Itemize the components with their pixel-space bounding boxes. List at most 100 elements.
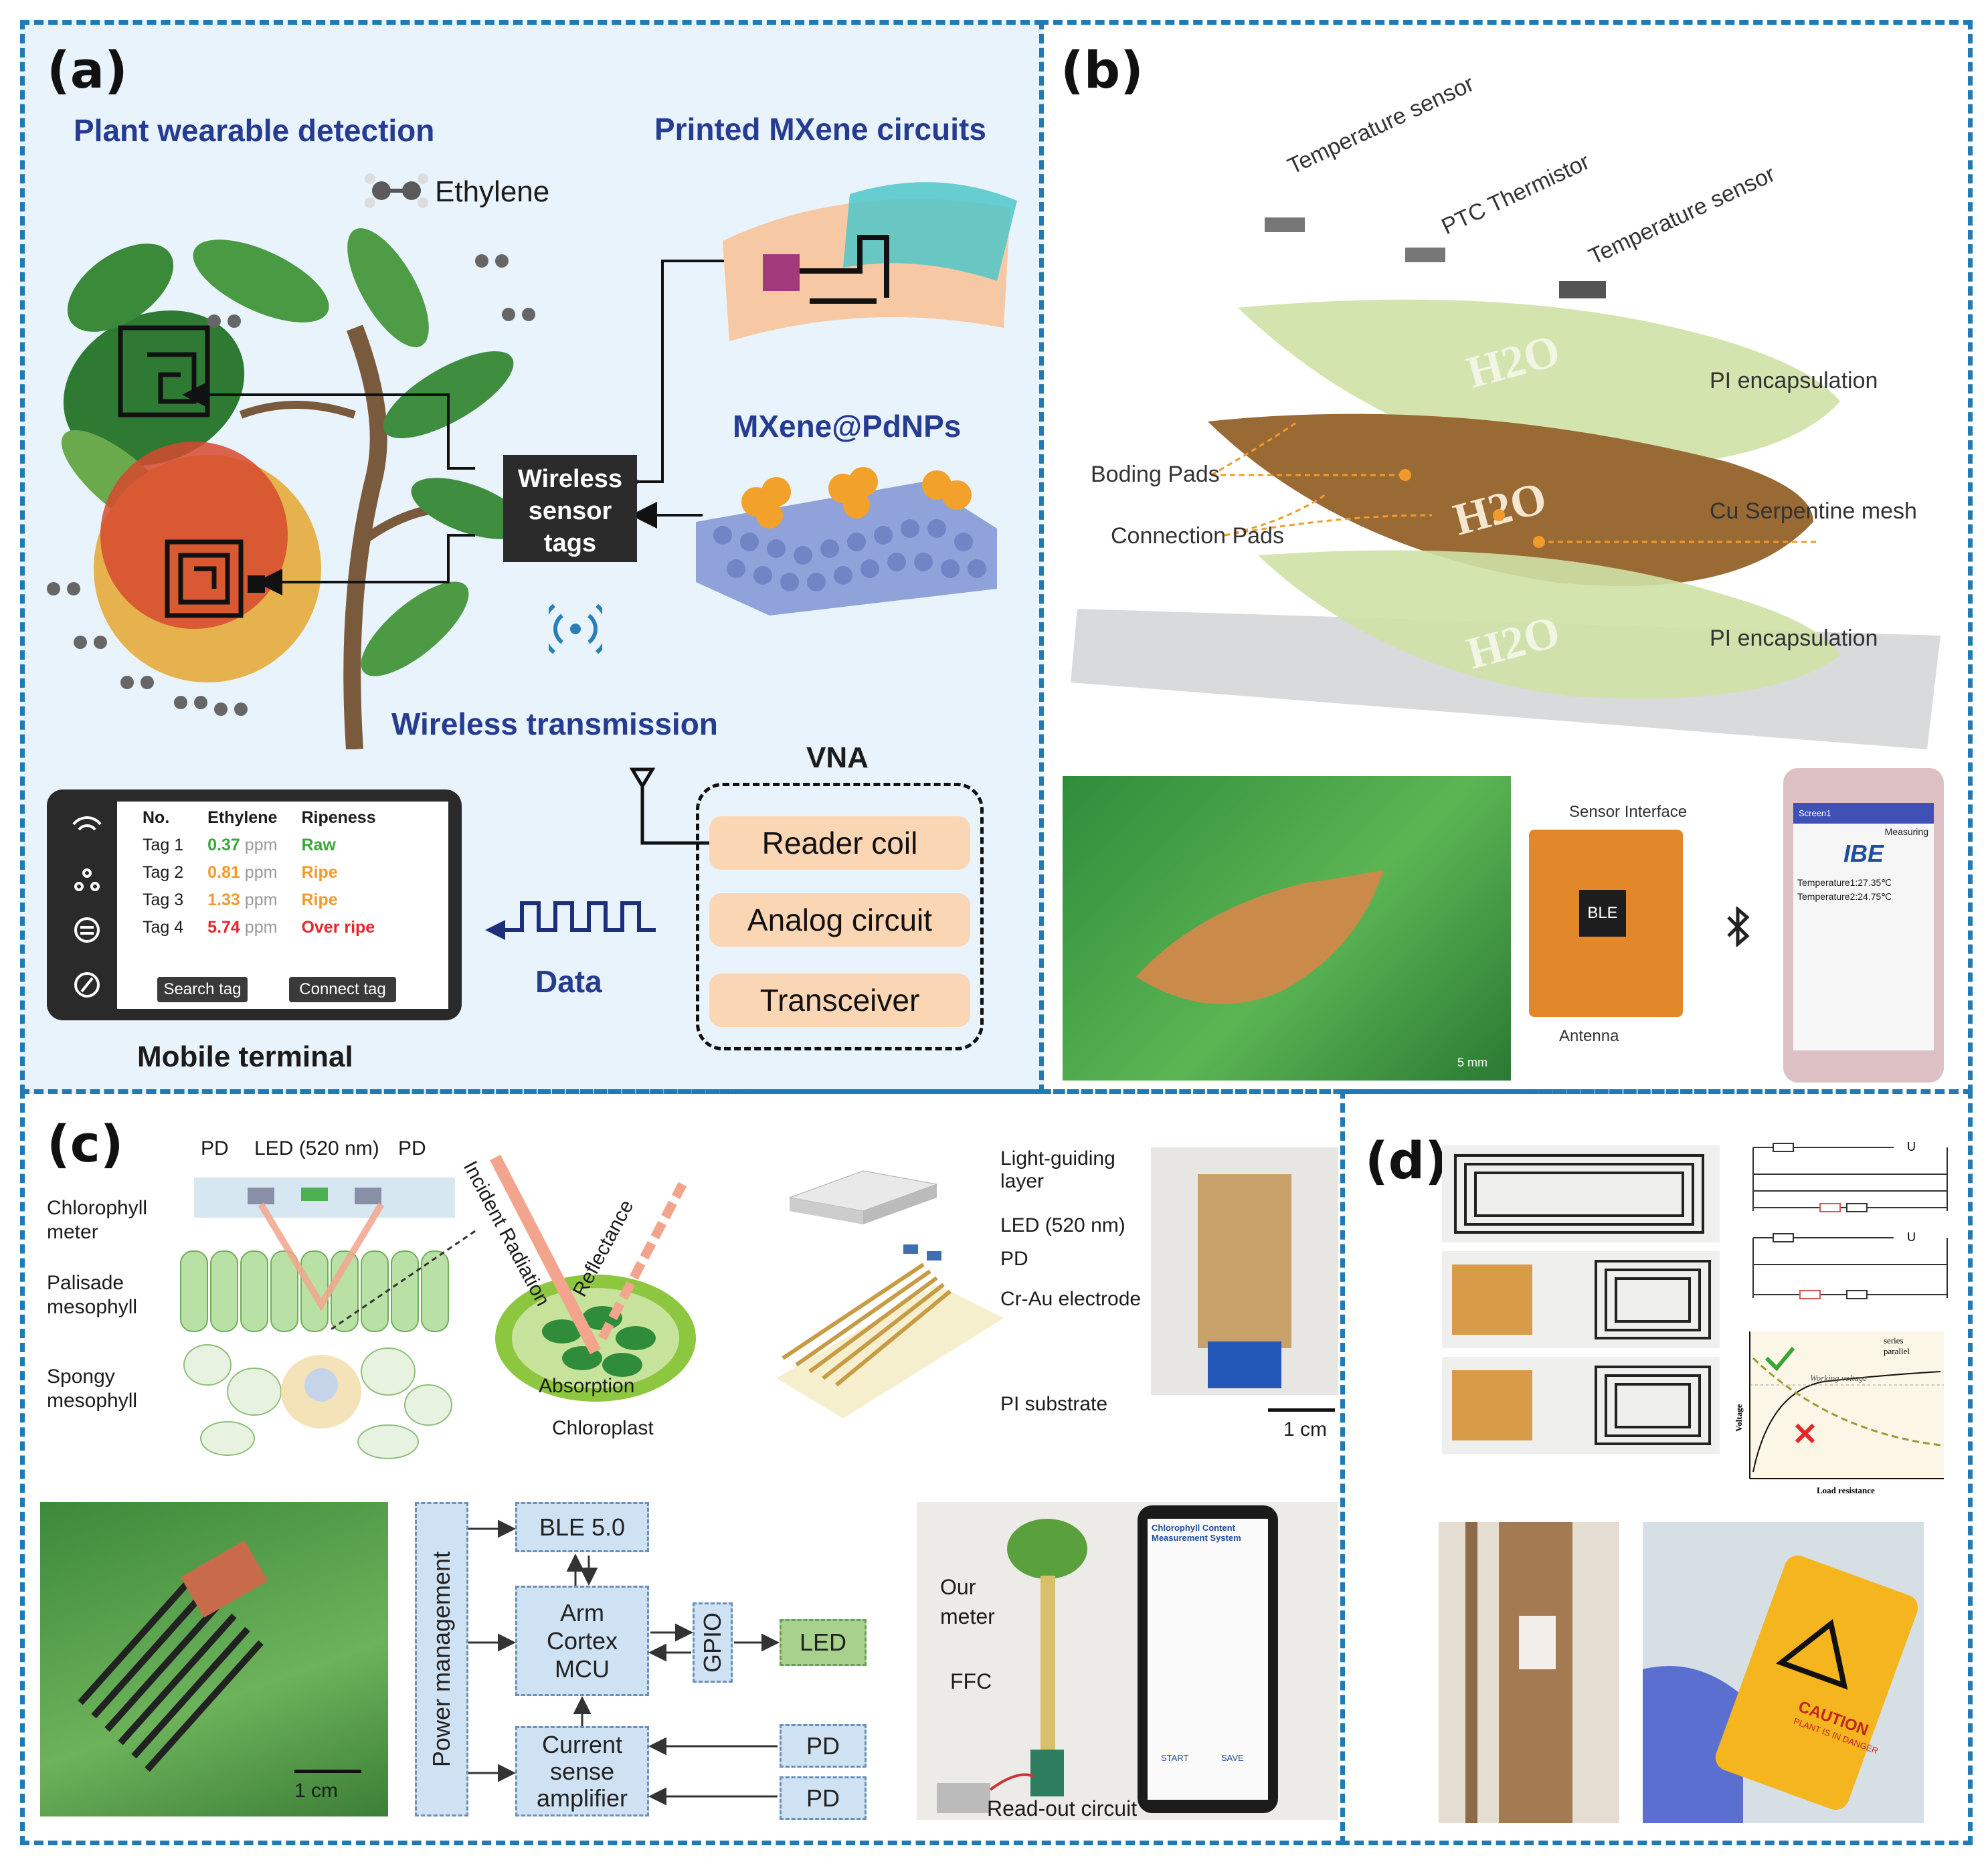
scale-bar-1 [1268, 1408, 1335, 1412]
data-label: Data [535, 964, 602, 999]
wireless-signal-icon [549, 603, 602, 654]
tag-photo-1 [1442, 1145, 1720, 1242]
pd2-label: PD [1000, 1248, 1028, 1270]
leaf-sensor-drawing [1136, 870, 1384, 1004]
tag-unit: ppm [244, 891, 278, 909]
printed-mxene-heading: Printed MXene circuits [654, 112, 986, 147]
our-meter-label: Our meter [940, 1572, 995, 1631]
tag-value-cell: 1.33 ppm [195, 887, 289, 914]
cs-line-3: amplifier [536, 1784, 628, 1812]
antenna-label: Antenna [1559, 1027, 1619, 1045]
exploded-leaf-layers: H2O H2O H2O [1071, 299, 1940, 749]
circuit-schematics: U U [1752, 1140, 1948, 1299]
tag-value-cell: 0.37 ppm [195, 832, 289, 859]
sensor-layers-illustration [776, 1170, 1004, 1418]
phone-b-temp1: Temperature1:27.35℃ [1797, 877, 1892, 888]
connection-pads-label: Connection Pads [1111, 523, 1284, 549]
mcu-line-2: Cortex [546, 1626, 618, 1655]
phone-c-start[interactable]: START [1161, 1753, 1189, 1763]
working-voltage-label: Working voltage [1810, 1373, 1867, 1383]
sensor-interface-label: Sensor Interface [1569, 803, 1688, 821]
tag-ripeness: Ripe [301, 863, 338, 882]
phone-b-screen: Screen1 Measuring IBE Temperature1:27.35… [1793, 803, 1934, 1050]
bluetooth-icon [1727, 907, 1750, 947]
chlorophyll-meter-label: Chlorophyll meter [47, 1196, 147, 1244]
tree-trunk-drawing [1465, 1522, 1572, 1823]
boding-pads-label: Boding Pads [1091, 462, 1220, 487]
tag-value: 0.81 [207, 863, 240, 882]
mobile-side-icons [72, 816, 102, 998]
tag-no: Tag 1 [143, 836, 184, 854]
reader-coil-box: Reader coil [709, 816, 970, 870]
ptc-chip [1405, 248, 1445, 262]
readout-label: Read-out circuit [987, 1796, 1138, 1821]
meter-phone-drawing [937, 1519, 1087, 1813]
panel-c-label: (c) [47, 1114, 124, 1174]
table-row: Tag 1 0.37 ppm Raw [130, 832, 388, 859]
ble-chip: BLE [1579, 890, 1626, 937]
sensor-device-photo [1151, 1147, 1338, 1395]
caution-phone-drawing [1643, 1555, 1918, 1823]
tag-value: 1.33 [207, 891, 240, 909]
tag-ripeness: Raw [301, 836, 336, 854]
pd-right-label: PD [398, 1137, 426, 1159]
scale-5mm: 5 mm [1457, 1056, 1487, 1069]
absorption-label: Absorption [539, 1375, 635, 1397]
tag-value: 0.37 [207, 836, 240, 854]
table-row: Tag 3 1.33 ppm Ripe [130, 887, 388, 914]
tag-no: Tag 2 [143, 863, 184, 882]
caution-phone-photo: CAUTION PLANT IS IN DANGER [1643, 1522, 1924, 1823]
tag-ripeness: Over ripe [301, 918, 375, 937]
printed-mxene-circuit [723, 182, 1017, 341]
tags-line-1: Wireless [518, 465, 622, 493]
mxene-pdnps-label: MXene@PdNPs [733, 409, 962, 444]
panel-d-label: (d) [1365, 1131, 1448, 1190]
leaf-sensor-photo: 5 mm [1063, 776, 1511, 1081]
led-label: LED (520 nm) [254, 1137, 379, 1159]
legend-parallel: parallel [1884, 1346, 1910, 1356]
transceiver-box: Transceiver [709, 973, 970, 1027]
scale-1cm-a: 1 cm [1283, 1418, 1328, 1440]
vna-dashed-box [696, 783, 984, 1050]
phone-b-logo: IBE [1843, 840, 1884, 867]
pd-block-1: PD [780, 1724, 867, 1768]
chloroplast-label: Chloroplast [552, 1417, 654, 1439]
mobile-terminal-label: Mobile terminal [137, 1040, 353, 1073]
phone-c-title-2: Measurement System [1152, 1533, 1241, 1543]
panel-a-label: (a) [47, 40, 128, 100]
ffc-label: FFC [950, 1669, 992, 1693]
header-ripeness: Ripeness [301, 808, 376, 827]
light-guiding-label: Light-guiding layer [1000, 1147, 1115, 1193]
tag-coil-1 [1454, 1154, 1704, 1234]
legend-series: series [1884, 1335, 1904, 1345]
wireless-sensor-tags-box: Wireless sensor tags [503, 455, 637, 562]
phone-c-save[interactable]: SAVE [1221, 1753, 1244, 1763]
tag-table-header: No. Ethylene Ripeness [130, 804, 388, 832]
phone-c-screen: Chlorophyll Content Measurement System S… [1148, 1519, 1268, 1800]
search-tag-button[interactable]: Search tag [157, 977, 248, 1002]
header-ethylene: Ethylene [207, 808, 278, 827]
gpio-block: GPIO [693, 1602, 733, 1683]
tag-coil-3 [1452, 1366, 1711, 1445]
ethylene-molecules-scatter [47, 254, 535, 716]
ethylene-molecule-icon [365, 173, 428, 208]
cm-line-1: Chlorophyll [47, 1197, 148, 1219]
tag-no: Tag 4 [143, 918, 184, 937]
ethylene-label: Ethylene [435, 175, 550, 208]
cs-line-2: sense [549, 1757, 615, 1785]
header-no: No. [143, 808, 170, 827]
block-diagram-arrows [468, 1519, 780, 1806]
data-signal-icon [485, 901, 656, 940]
tag-ripeness: Ripe [301, 891, 338, 909]
connect-tag-button[interactable]: Connect tag [289, 977, 396, 1002]
chart-xlabel: Load resistance [1817, 1485, 1875, 1495]
phone-c-title-1: Chlorophyll Content [1152, 1523, 1235, 1533]
tag-table: No. Ethylene Ripeness Tag 1 0.37 ppm Raw… [130, 804, 388, 941]
device-connector [1208, 1341, 1281, 1388]
tag-photo-2 [1442, 1251, 1720, 1348]
scale-1cm-b: 1 cm [294, 1780, 339, 1802]
our-meter-line-2: meter [940, 1604, 995, 1628]
analog-circuit-box: Analog circuit [709, 893, 970, 947]
cs-line-1: Current [541, 1730, 623, 1758]
tag-photo-3 [1442, 1357, 1720, 1454]
